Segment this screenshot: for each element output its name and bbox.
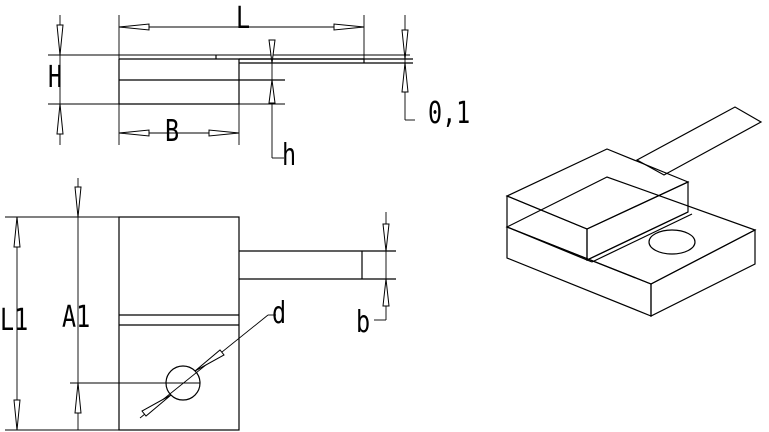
label-h: h (282, 138, 297, 173)
dimension-L1 (5, 216, 119, 431)
dimension-h (268, 39, 284, 159)
label-H: H (48, 60, 63, 95)
dimension-b (362, 212, 396, 321)
dimension-H (56, 15, 64, 145)
dimension-gap (401, 15, 415, 121)
isometric-view (505, 106, 763, 317)
dimension-A1 (70, 178, 200, 430)
dimension-B (118, 104, 240, 145)
label-L: L (236, 1, 251, 36)
side-view (48, 54, 413, 105)
label-d: d (272, 296, 287, 331)
label-b: b (356, 305, 371, 340)
label-B: B (165, 114, 180, 149)
label-A1: A1 (62, 300, 91, 335)
dimension-L (118, 15, 365, 59)
dimension-d (139, 314, 276, 419)
label-gap: 0,1 (428, 96, 471, 131)
label-L1: L1 (0, 303, 29, 338)
